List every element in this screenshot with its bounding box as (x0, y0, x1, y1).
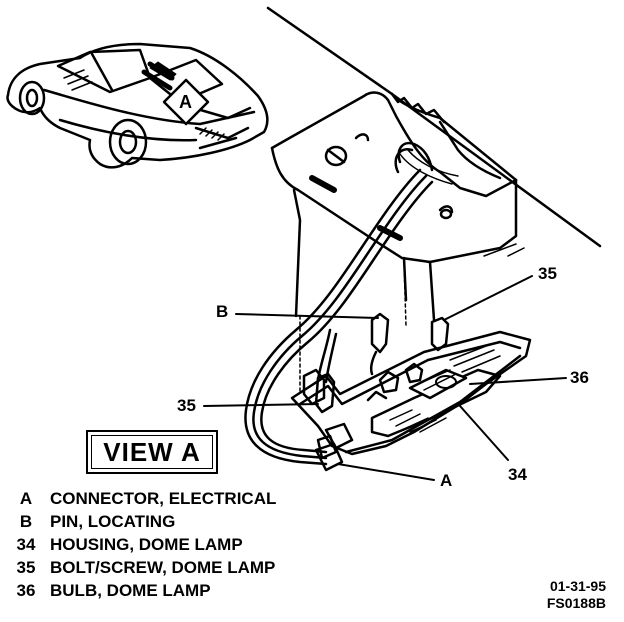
bulb-shape (435, 375, 457, 389)
legend-key: 36 (16, 580, 36, 600)
leader-lines (203, 275, 567, 481)
legend: A CONNECTOR, ELECTRICAL B PIN, LOCATING … (8, 487, 408, 602)
callout-b: B (216, 302, 229, 321)
legend-key: 34 (16, 534, 36, 554)
legend-item: 35 BOLT/SCREW, DOME LAMP (8, 556, 408, 579)
legend-desc: BULB, DOME LAMP (50, 580, 211, 600)
callout-housing: 34 (508, 465, 527, 484)
view-marker-letter: A (179, 92, 192, 112)
figure-stamp: 01-31-95 FS0188B (547, 578, 606, 612)
electrical-connector-shape (314, 442, 344, 472)
figure-code: FS0188B (546, 595, 606, 611)
legend-desc: PIN, LOCATING (50, 511, 176, 531)
legend-desc: CONNECTOR, ELECTRICAL (50, 488, 277, 508)
dome-lamp-housing (290, 312, 532, 472)
legend-key: 35 (16, 557, 36, 577)
legend-item: A CONNECTOR, ELECTRICAL (8, 487, 408, 510)
figure-date: 01-31-95 (549, 578, 606, 594)
view-title: VIEW A (86, 430, 218, 474)
roof-panel (266, 6, 602, 322)
bolt-upper-shape (430, 316, 450, 352)
locating-pin-shape (370, 312, 390, 354)
legend-desc: HOUSING, DOME LAMP (50, 534, 243, 554)
legend-key: B (19, 511, 33, 531)
legend-item: 34 HOUSING, DOME LAMP (8, 533, 408, 556)
wire-harness (244, 141, 434, 466)
callout-bolt-upper: 35 (538, 264, 557, 283)
legend-desc: BOLT/SCREW, DOME LAMP (50, 557, 276, 577)
callout-bulb: 36 (570, 368, 589, 387)
view-marker-diamond (162, 78, 210, 126)
legend-item: B PIN, LOCATING (8, 510, 408, 533)
callout-bolt-lower: 35 (177, 396, 196, 415)
car-illustration (6, 42, 269, 169)
callout-connector: A (440, 471, 453, 490)
legend-item: 36 BULB, DOME LAMP (8, 579, 408, 602)
legend-key: A (19, 488, 33, 508)
